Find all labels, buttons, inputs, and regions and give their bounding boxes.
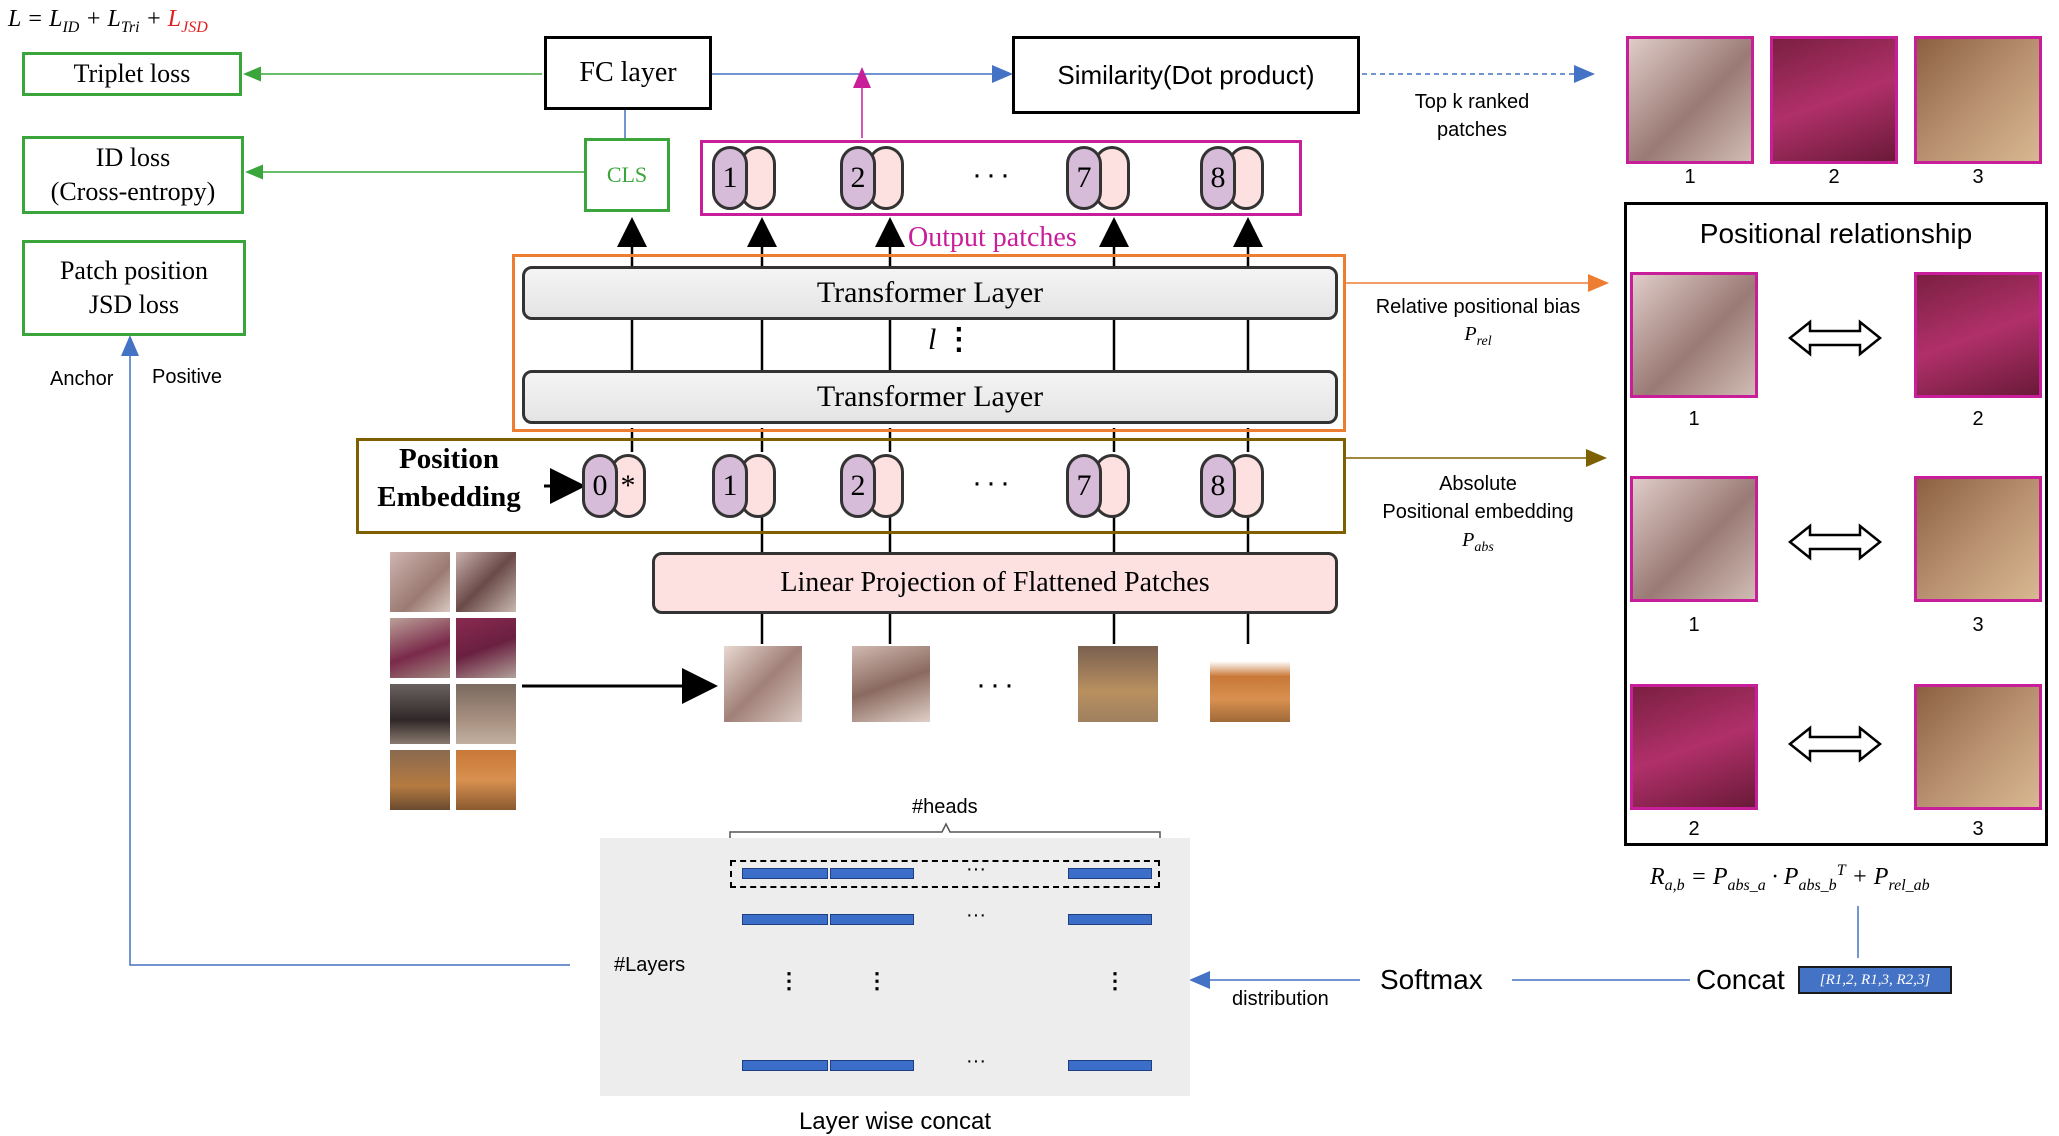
output-token-8: 8 <box>1200 146 1264 210</box>
embed-ellipsis: ··· <box>972 466 1014 499</box>
double-arrow-icon <box>1788 319 1882 357</box>
embed-token-8: 8 <box>1200 454 1264 518</box>
double-arrow-icon <box>1788 725 1882 763</box>
input-image-grid <box>390 552 518 814</box>
output-token-7: 7 <box>1066 146 1130 210</box>
position-embedding-block <box>356 438 1346 534</box>
layer-wise-concat-panel <box>600 838 1190 1096</box>
pair-2-left-image <box>1630 476 1758 602</box>
transformer-layer-bottom: Transformer Layer <box>522 370 1338 424</box>
abs-embed-label: Absolute Positional embedding Pabs <box>1382 473 1574 555</box>
heads-brace <box>729 822 1161 840</box>
id-loss-box: ID loss(Cross-entropy) <box>22 136 244 214</box>
embed-token-7: 7 <box>1066 454 1130 518</box>
embed-token-1: 1 <box>712 454 776 518</box>
patch-ellipsis: ··· <box>976 668 1018 701</box>
heads-label: #heads <box>912 796 978 818</box>
top-rank-3: 3 <box>1972 166 1984 188</box>
output-ellipsis: ··· <box>972 158 1014 191</box>
output-patches-label: Output patches <box>908 222 1077 253</box>
double-arrow-icon <box>1788 523 1882 561</box>
layers-label: #Layers <box>614 954 686 976</box>
positive-label: Positive <box>152 366 223 388</box>
fc-layer-box: FC layer <box>544 36 712 110</box>
triplet-loss-box: Triplet loss <box>22 52 242 96</box>
top-rank-2: 2 <box>1828 166 1840 188</box>
patch-7-image <box>1078 646 1158 722</box>
patch-8-image <box>1210 646 1290 722</box>
pair-1-right-label: 2 <box>1972 408 1984 430</box>
layer-wise-concat-label: Layer wise concat <box>798 1108 992 1135</box>
positional-relationship-title: Positional relationship <box>1699 218 1973 249</box>
similarity-box: Similarity(Dot product) <box>1012 36 1360 114</box>
total-loss-formula: L = LID + LTri + LJSD <box>8 6 208 36</box>
relationship-equation: Ra,b = Pabs_a · Pabs_bT + Prel_ab <box>1650 862 1930 894</box>
rel-bias-label: Relative positional bias Prel <box>1375 296 1581 349</box>
cls-token: CLS <box>584 138 670 212</box>
positional-relationship-panel <box>1624 202 2048 846</box>
pair-2-right-image <box>1914 476 2042 602</box>
pair-3-right-label: 3 <box>1972 818 1984 840</box>
pair-3-left-label: 2 <box>1688 818 1700 840</box>
transformer-block <box>512 254 1346 432</box>
concat-to-jsd-arrow <box>121 335 570 966</box>
embed-token-0: 0* <box>582 454 646 518</box>
top-patch-3 <box>1914 36 2042 164</box>
output-patches-box <box>700 140 1302 216</box>
patch-2-image <box>852 646 930 722</box>
concat-vector: [R1,2, R1,3, R2,3] <box>1798 966 1952 994</box>
layer-count-symbol: l ⋮ <box>928 323 974 356</box>
distribution-label: distribution <box>1232 988 1329 1010</box>
selected-layer-row <box>730 860 1160 888</box>
pair-1-left-image <box>1630 272 1758 398</box>
anchor-label: Anchor <box>50 368 114 390</box>
top-patch-1 <box>1626 36 1754 164</box>
concat-label: Concat <box>1696 964 1785 995</box>
embed-token-2: 2 <box>840 454 904 518</box>
pair-3-right-image <box>1914 684 2042 810</box>
patch-1-image <box>724 646 802 722</box>
softmax-label: Softmax <box>1380 964 1483 995</box>
output-token-1: 1 <box>712 146 776 210</box>
top-rank-1: 1 <box>1684 166 1696 188</box>
pair-1-right-image <box>1914 272 2042 398</box>
pair-2-left-label: 1 <box>1688 614 1700 636</box>
transformer-layer-top: Transformer Layer <box>522 266 1338 320</box>
pair-2-right-label: 3 <box>1972 614 1984 636</box>
top-patch-2 <box>1770 36 1898 164</box>
pair-1-left-label: 1 <box>1688 408 1700 430</box>
linear-projection-box: Linear Projection of Flattened Patches <box>652 552 1338 614</box>
pair-3-left-image <box>1630 684 1758 810</box>
output-token-2: 2 <box>840 146 904 210</box>
